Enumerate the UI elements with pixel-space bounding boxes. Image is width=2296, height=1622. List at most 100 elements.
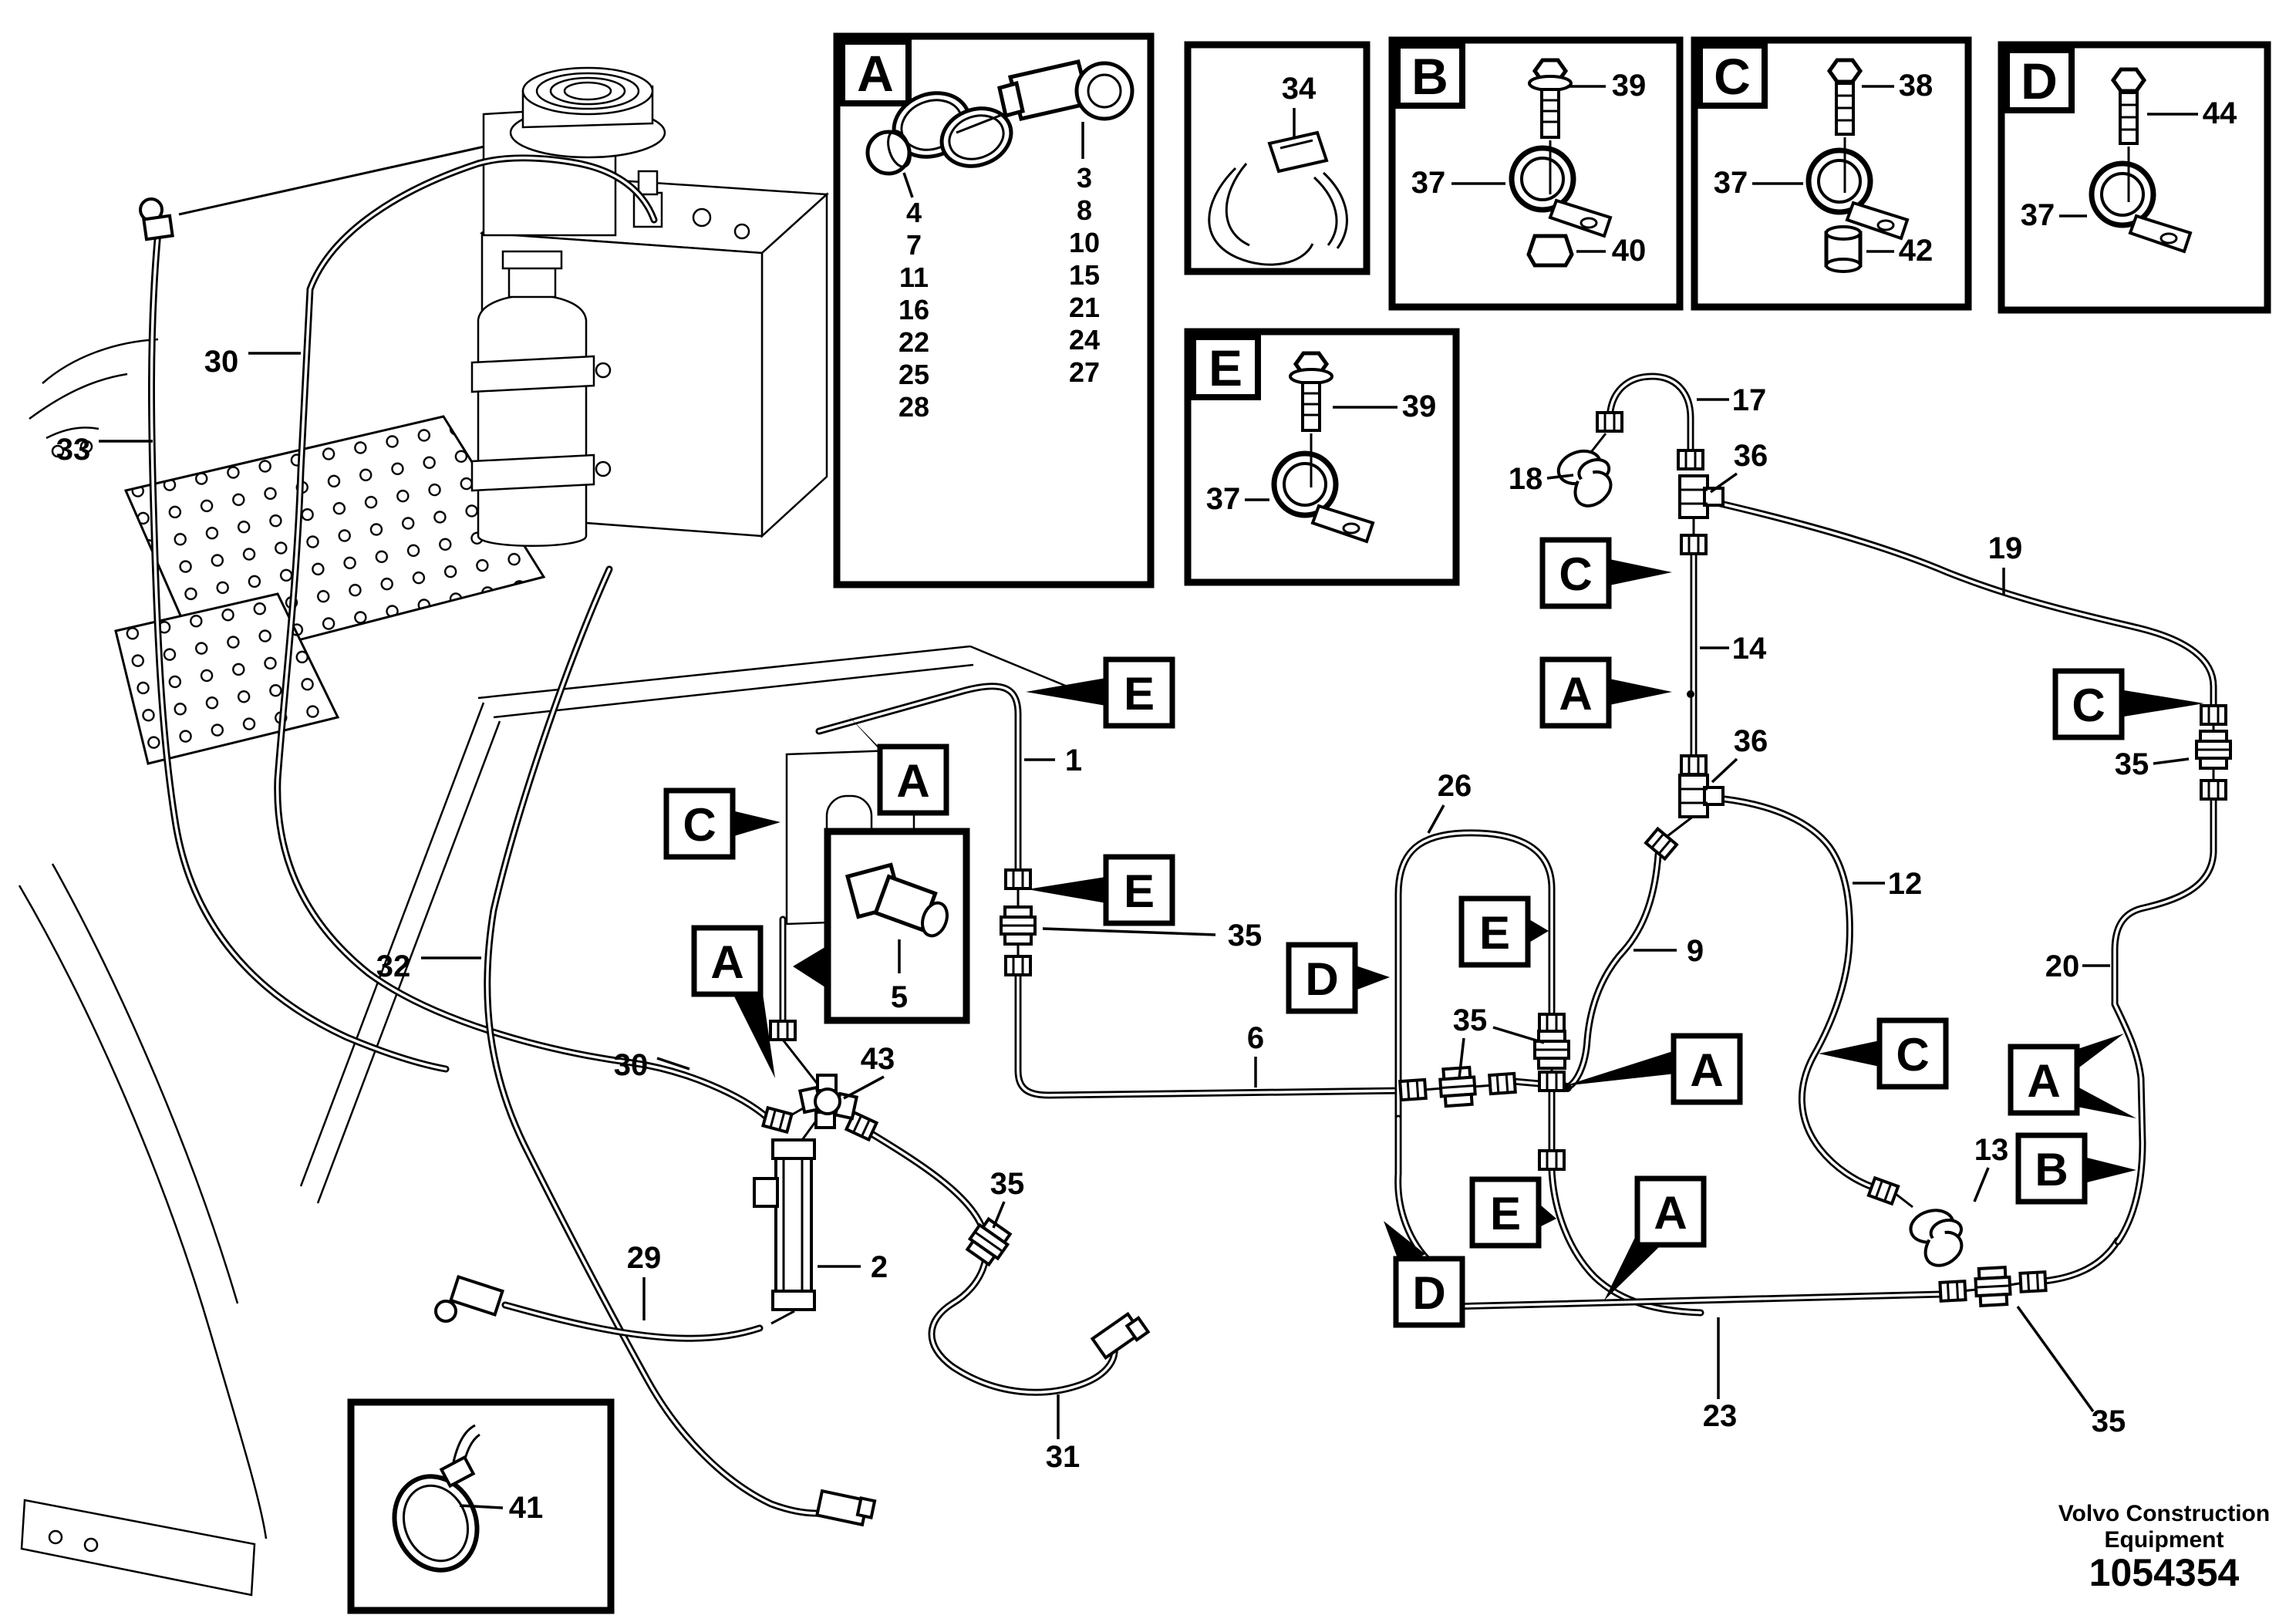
hose-29 <box>505 1305 760 1338</box>
step-plate-upper <box>123 415 546 666</box>
callout-letter: C <box>1559 548 1592 600</box>
part-number: 39 <box>1402 389 1437 423</box>
dust-cap-illustration <box>865 91 1028 176</box>
tee-fitting-36-upper <box>1678 474 1725 519</box>
part-label-31: 31 <box>1046 1440 1081 1474</box>
detail-box-e-letter: E <box>1209 339 1242 396</box>
part-label-18: 18 <box>1509 462 1543 496</box>
part-label-33: 33 <box>56 433 91 467</box>
part-number: 10 <box>1069 227 1100 258</box>
part-label-13: 13 <box>1974 1133 2009 1167</box>
part-label-20: 20 <box>2045 949 2080 983</box>
callout-letter: B <box>2035 1144 2068 1195</box>
callout-letter: A <box>896 755 929 807</box>
detail-box-d: D 44 37 <box>1998 41 2271 314</box>
tube-12 <box>1725 799 1873 1187</box>
part-number: 21 <box>1069 292 1100 323</box>
part-number: 37 <box>1714 166 1748 200</box>
callout-letter: E <box>1124 668 1155 720</box>
cross-fitting-43 <box>797 1074 859 1129</box>
tube-9 <box>1567 855 1658 1088</box>
callout-d2: D <box>1384 1221 1465 1328</box>
tube-19 <box>1711 501 2213 706</box>
callout-c3: C <box>2052 668 2204 740</box>
machine-body-outline <box>18 145 1096 1597</box>
brand-name-line2: Equipment <box>2105 1527 2224 1553</box>
part-label-19: 19 <box>1988 531 2023 565</box>
part-number: 28 <box>899 391 929 423</box>
callout-letter: D <box>1412 1267 1445 1319</box>
part-number: 44 <box>2203 96 2237 130</box>
detail-box-c-letter: C <box>1714 48 1751 105</box>
part-number: 37 <box>1206 482 1241 516</box>
brand-name-line1: Volvo Construction <box>2058 1501 2270 1526</box>
callout-c1: C <box>663 787 781 860</box>
part-number: 37 <box>1411 166 1446 200</box>
connector-illustration <box>997 59 1135 121</box>
callout-letter: C <box>683 799 716 851</box>
callout-letter: E <box>1490 1188 1521 1239</box>
part-number: 22 <box>899 326 929 358</box>
callout-letter: D <box>1305 953 1338 1005</box>
detail-box-a-letter: A <box>857 45 894 102</box>
part-label-35: 35 <box>1228 919 1263 953</box>
part-number: 3 <box>1077 162 1092 194</box>
callout-a6: A <box>2008 1034 2136 1118</box>
callout-c4: C <box>1819 1017 1949 1090</box>
part-label-36: 36 <box>1734 439 1768 473</box>
callout-letter: A <box>1654 1187 1687 1239</box>
coupling-35-hose31 <box>963 1215 1015 1269</box>
part-label-35: 35 <box>1453 1003 1488 1037</box>
part-number: 39 <box>1612 69 1647 103</box>
tee-fitting-2 <box>753 1138 816 1311</box>
strap-clamp-illustration <box>1208 130 1348 266</box>
callout-letter: A <box>2027 1055 2060 1107</box>
detail-box-d-letter: D <box>2021 52 2058 110</box>
reservoir-filler-cap <box>509 66 666 159</box>
part-number: 5 <box>891 980 908 1014</box>
part-label-6: 6 <box>1247 1021 1264 1055</box>
callout-a5: A <box>1604 1175 1707 1300</box>
coupling-35-tube1 <box>1000 868 1037 976</box>
callout-letter: C <box>2072 679 2105 731</box>
cable-tie-illustration <box>392 1424 480 1573</box>
part-label-35: 35 <box>2092 1404 2126 1438</box>
hose-32 <box>487 569 833 1513</box>
detail-box-cable-tie: 41 <box>347 1398 615 1614</box>
coupling-35-tube23 <box>1940 1267 2045 1306</box>
hose-end-fitting-29 <box>434 1274 504 1323</box>
part-number: 40 <box>1612 234 1647 268</box>
part-label-12: 12 <box>1888 867 1923 901</box>
callout-a3: A <box>1539 656 1672 729</box>
footer-brand-block: Volvo Construction Equipment 1054354 <box>2058 1501 2270 1594</box>
spacer-42-illustration <box>1824 225 1863 273</box>
part-label-35: 35 <box>990 1167 1025 1201</box>
grease-fitting-13 <box>1905 1202 1971 1273</box>
part-label-35: 35 <box>2115 747 2149 781</box>
callout-letter: A <box>1690 1044 1723 1096</box>
callout-letter: E <box>1479 907 1510 959</box>
part-label-43: 43 <box>861 1042 895 1076</box>
part-number: 37 <box>2021 198 2055 232</box>
callout-a2: A <box>691 925 775 1078</box>
part-number: 25 <box>899 359 929 390</box>
callout-e1: E <box>1026 656 1175 729</box>
callout-a1: A <box>847 714 949 816</box>
part-number: 38 <box>1899 69 1934 103</box>
part-labels: 33 30 32 30 29 31 43 2 1 35 6 35 26 9 14… <box>56 345 2190 1474</box>
part-number: 34 <box>1282 72 1317 106</box>
part-label-17: 17 <box>1732 383 1767 417</box>
coupling-35-tube6 <box>1398 1065 1517 1108</box>
part-number: 42 <box>1899 234 1934 268</box>
clamp-point <box>1687 690 1694 698</box>
detail-box-b-letter: B <box>1411 48 1448 105</box>
callout-c2: C <box>1539 537 1672 609</box>
tee-fitting-36-lower <box>1678 774 1725 818</box>
part-label-14: 14 <box>1732 632 1767 666</box>
part-label-1: 1 <box>1065 744 1082 777</box>
part-label-29: 29 <box>627 1241 662 1275</box>
part-number: 7 <box>906 229 922 261</box>
part-number: 24 <box>1069 324 1100 356</box>
callout-e4: E <box>1469 1176 1556 1249</box>
